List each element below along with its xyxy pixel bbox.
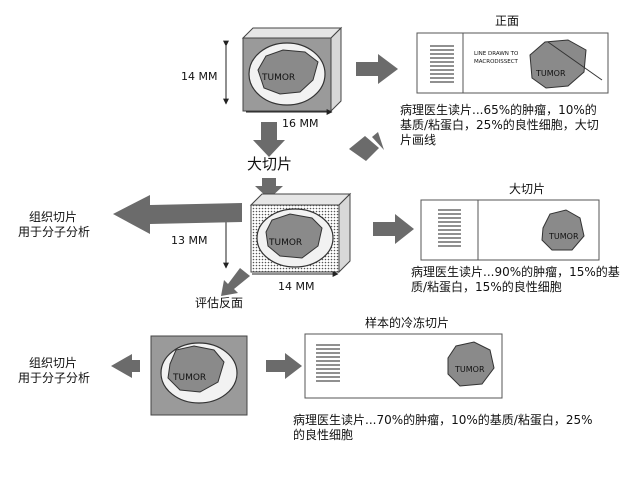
width-label-2: 14 MM: [278, 280, 315, 293]
note-2: 病理医生读片...90%的肿瘤，15%的基质/粘蛋白，15%的良性细胞: [411, 265, 620, 294]
arrow-left-2: [113, 195, 242, 234]
slide-text-1: LINE DRAWN TO: [474, 51, 519, 57]
left-label-2b: 用于分子分析: [18, 225, 91, 239]
note-1: 病理医生读片...65%的肿瘤，10%的基质/粘蛋白，25%的良性细胞，大切片画…: [400, 103, 599, 147]
block-1: [241, 26, 343, 113]
arrow-diagonal-2: [221, 268, 250, 296]
block-3: [150, 335, 248, 416]
note-3: 病理医生读片...70%的肿瘤，10%的基质/粘蛋白，25%的良性细胞: [293, 413, 593, 442]
side-title-3: 样本的冷冻切片: [365, 316, 450, 330]
height-label-1: 14 MM: [181, 70, 218, 83]
left-label-3b: 用于分子分析: [18, 371, 91, 385]
tumor-label-1: TUMOR: [261, 73, 295, 83]
arrow-down-1: [253, 122, 285, 157]
block-2: [249, 192, 352, 274]
arrow-left-3: [111, 354, 140, 378]
step2-title: 大切片: [247, 155, 293, 173]
reverse-label: 评估反面: [195, 296, 244, 310]
arrow-diagonal-1-tail: [372, 132, 384, 150]
tumor-label-slide-1: TUMOR: [535, 69, 566, 78]
macrodissect-line: [547, 41, 603, 81]
tumor-label-3: TUMOR: [172, 373, 206, 383]
tumor-shape-2: [265, 213, 323, 259]
arrow-right-2: [373, 214, 414, 244]
tumor-shape-slide-1: [529, 39, 587, 89]
tumor-shape-3: [167, 345, 225, 393]
tumor-shape-1: [257, 49, 319, 95]
tumor-shape-slide-3: [447, 341, 495, 387]
left-label-2a: 组织切片: [29, 210, 78, 224]
arrow-right-1: [356, 54, 398, 84]
side-title-2: 大切片: [509, 182, 546, 196]
arrow-right-3: [266, 353, 302, 379]
left-label-3a: 组织切片: [29, 356, 78, 370]
tumor-shape-slide-2: [541, 209, 585, 251]
tumor-label-2: TUMOR: [268, 238, 302, 248]
slide-2: [420, 199, 600, 261]
slide-3: [304, 333, 503, 399]
slide-1: [416, 32, 609, 94]
tumor-label-slide-2: TUMOR: [548, 232, 579, 241]
height-label-2: 13 MM: [171, 234, 208, 247]
arrow-diagonal-1: [349, 136, 379, 161]
width-label-1: 16 MM: [282, 117, 319, 130]
arrow-down-2: [255, 178, 283, 199]
side-title-1: 正面: [495, 14, 520, 28]
tumor-label-slide-3: TUMOR: [454, 365, 485, 374]
slide-text-2: MACRODISSECT: [474, 59, 519, 65]
